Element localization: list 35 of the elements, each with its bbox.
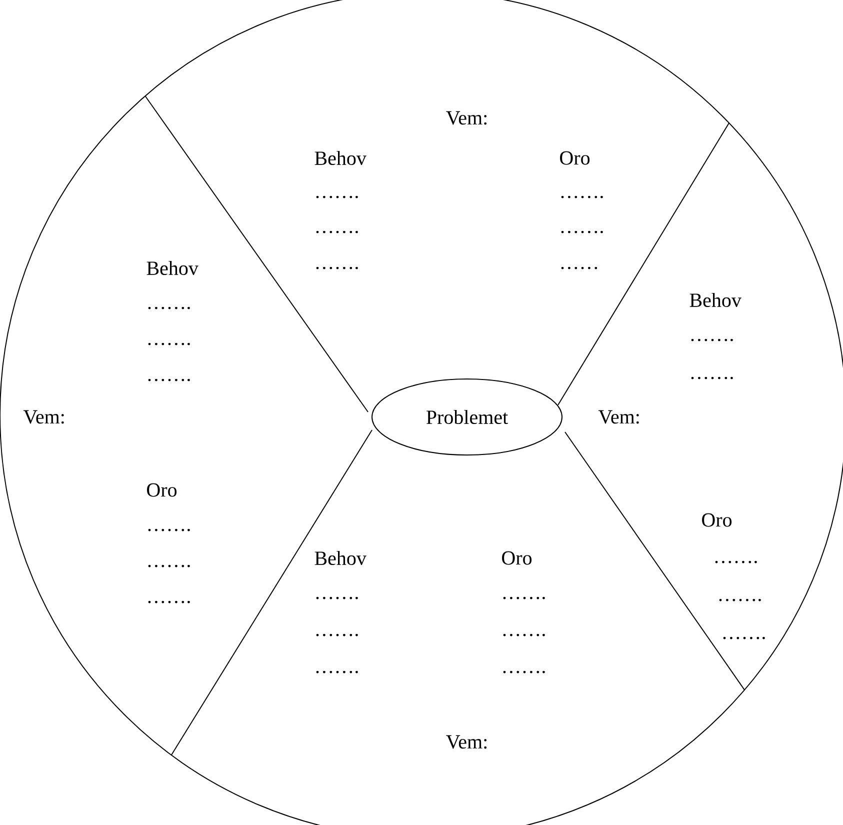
dotted-line: ……. (316, 670, 358, 674)
column-heading: Oro (502, 551, 532, 565)
dotted-line: ……. (503, 634, 545, 636)
dotted-line: ……. (316, 230, 358, 234)
dotted-line: ……. (561, 230, 603, 234)
heading: Vem: (23, 410, 64, 424)
dotted-line: ……. (148, 564, 190, 568)
dotted-line: ……. (691, 376, 733, 380)
column-heading: Behov (314, 150, 366, 166)
column-heading: Oro (560, 151, 590, 165)
dotted-line: ……. (561, 196, 603, 198)
dotted-line: ……. (715, 560, 757, 564)
dotted-line: ……. (148, 378, 190, 382)
dotted-line: ……. (723, 636, 765, 640)
heading: Vem: (446, 735, 487, 749)
dotted-line: ……. (148, 528, 190, 532)
dotted-line: ……. (148, 342, 190, 346)
column-heading: Behov (146, 260, 198, 276)
column-heading: Oro (702, 513, 732, 527)
heading: Vem: (598, 410, 639, 424)
dotted-line: ……. (503, 670, 545, 674)
dotted-line: ……. (719, 598, 761, 602)
dotted-line: …… (561, 266, 598, 270)
dotted-line: ……. (316, 634, 358, 636)
dotted-line: ……. (503, 596, 545, 600)
dotted-line: ……. (316, 596, 358, 600)
dotted-line: ……. (148, 306, 190, 310)
column-heading: Behov (690, 292, 742, 308)
dotted-line: ……. (691, 338, 733, 342)
heading: Vem: (446, 111, 487, 125)
column-heading: Oro (147, 483, 177, 497)
column-heading: Behov (314, 550, 366, 566)
dotted-line: ……. (316, 196, 358, 198)
dotted-line: ……. (148, 600, 190, 604)
dotted-line: ……. (316, 266, 358, 270)
